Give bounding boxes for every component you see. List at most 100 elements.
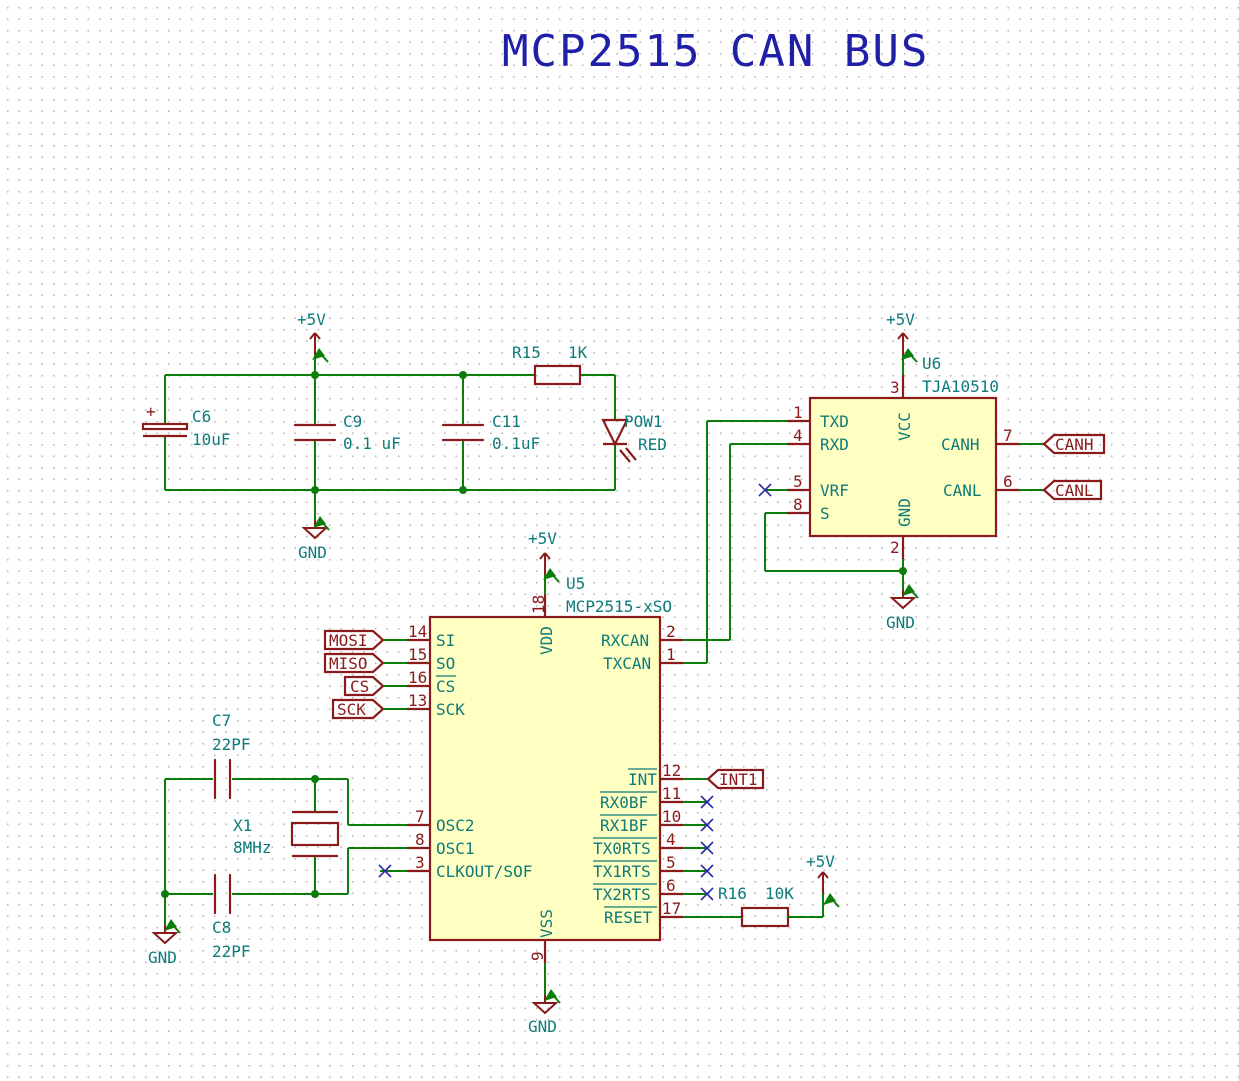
- resistor-r15[interactable]: R15 1K: [512, 343, 588, 386]
- u5-pin-int: INT: [628, 770, 657, 789]
- vcc-symbol-u6: +5V: [886, 310, 918, 375]
- net-label-cs[interactable]: CS: [343, 675, 407, 697]
- net-label-canl[interactable]: CANL: [1019, 479, 1103, 501]
- transceiver-u6[interactable]: 1 TXD 4 RXD 5 VRF 8 S 7 CANH 6 CANL 3 VC…: [787, 354, 1019, 559]
- u6-value: TJA10510: [922, 377, 999, 396]
- capacitor-c11[interactable]: C11 0.1uF: [441, 412, 540, 453]
- c8-value: 22PF: [212, 942, 251, 961]
- u5-pin-si: SI: [436, 631, 455, 650]
- svg-text:1: 1: [793, 403, 803, 422]
- u6-pin-vrf: VRF: [820, 481, 849, 500]
- svg-text:+5V: +5V: [528, 529, 557, 548]
- svg-text:17: 17: [662, 899, 681, 918]
- svg-text:3: 3: [415, 853, 425, 872]
- u6-pin-canh: CANH: [941, 435, 980, 454]
- c8-ref: C8: [212, 918, 231, 937]
- svg-text:+5V: +5V: [886, 310, 915, 329]
- led-pow1[interactable]: POW1 RED: [601, 412, 667, 463]
- vcc-symbol-u5: +5V: [528, 529, 560, 594]
- svg-text:4: 4: [793, 426, 803, 445]
- svg-text:12: 12: [662, 761, 681, 780]
- u5-pin-vss: VSS: [537, 909, 556, 938]
- u5-pin-so: SO: [436, 654, 455, 673]
- capacitor-c7[interactable]: C7 22PF: [212, 711, 251, 800]
- u5-pin-reset: RESET: [604, 908, 653, 927]
- svg-text:MOSI: MOSI: [329, 631, 368, 650]
- c7-value: 22PF: [212, 735, 251, 754]
- svg-text:3: 3: [890, 378, 900, 397]
- c9-ref: C9: [343, 412, 362, 431]
- c11-value: 0.1uF: [492, 434, 540, 453]
- svg-text:18: 18: [529, 595, 548, 614]
- svg-text:6: 6: [666, 876, 676, 895]
- svg-text:4: 4: [666, 830, 676, 849]
- capacitor-c8[interactable]: C8 22PF: [212, 873, 251, 961]
- r15-value: 1K: [568, 343, 588, 362]
- svg-text:16: 16: [408, 668, 427, 687]
- u6-pin-canl: CANL: [943, 481, 982, 500]
- svg-text:8: 8: [415, 830, 425, 849]
- svg-text:CANL: CANL: [1055, 481, 1094, 500]
- u6-pin-gnd: GND: [895, 498, 914, 527]
- x1-ref: X1: [233, 816, 252, 835]
- x1-value: 8MHz: [233, 838, 272, 857]
- crystal-x1[interactable]: X1 8MHz: [233, 810, 340, 858]
- pow1-value: RED: [638, 435, 667, 454]
- gnd-symbol-crystal: GND: [148, 918, 181, 967]
- svg-text:CS: CS: [350, 677, 369, 696]
- u5-pin-rxcan: RXCAN: [601, 631, 649, 650]
- r16-ref: R16: [718, 884, 747, 903]
- svg-text:1: 1: [666, 645, 676, 664]
- capacitor-c6[interactable]: + C6 10uF: [141, 402, 231, 449]
- u5-pin-clkout: CLKOUT/SOF: [436, 862, 532, 881]
- svg-text:2: 2: [666, 622, 676, 641]
- svg-text:11: 11: [662, 784, 681, 803]
- net-label-int1[interactable]: INT1: [683, 768, 765, 790]
- u5-pin-sck: SCK: [436, 700, 465, 719]
- crystal-section: [161, 775, 407, 925]
- u5-pin-rx0bf: RX0BF: [600, 793, 648, 812]
- svg-text:15: 15: [408, 645, 427, 664]
- u5-ref: U5: [566, 574, 585, 593]
- svg-text:MISO: MISO: [329, 654, 368, 673]
- u6-pin-rxd: RXD: [820, 435, 849, 454]
- u5-pin-txcan: TXCAN: [603, 654, 651, 673]
- u5-pin-vdd: VDD: [537, 626, 556, 655]
- resistor-r16[interactable]: R16 10K: [683, 884, 824, 928]
- u5-pin-tx0rts: TX0RTS: [593, 839, 651, 858]
- gnd-label: GND: [298, 543, 327, 562]
- svg-text:10: 10: [662, 807, 681, 826]
- pow1-ref: POW1: [624, 412, 663, 431]
- u6-pin-txd: TXD: [820, 412, 849, 431]
- power-section: +5V GND + C6 10uF C9 0.1 uF C11 0.1: [141, 310, 667, 562]
- net-label-mosi[interactable]: MOSI: [323, 629, 407, 651]
- vcc-symbol-reset: +5V: [806, 852, 840, 908]
- svg-text:13: 13: [408, 691, 427, 710]
- u6-pin-s: S: [820, 504, 830, 523]
- gnd-symbol-u6: GND: [764, 512, 919, 632]
- net-label-canh[interactable]: CANH: [1019, 433, 1106, 455]
- capacitor-c9[interactable]: C9 0.1 uF: [293, 412, 401, 453]
- controller-u5[interactable]: 14 SI 15 SO 16 CS 13 SCK 7 OSC2 8 OSC1 3…: [407, 574, 683, 963]
- u5-pin-rx1bf: RX1BF: [600, 816, 648, 835]
- svg-text:14: 14: [408, 622, 427, 641]
- u6-pin-vcc: VCC: [895, 412, 914, 441]
- net-label-miso[interactable]: MISO: [323, 652, 407, 674]
- u5-pin-tx1rts: TX1RTS: [593, 862, 651, 881]
- svg-text:6: 6: [1003, 472, 1013, 491]
- net-label-sck[interactable]: SCK: [331, 698, 407, 720]
- no-connect-markers: [378, 795, 714, 901]
- c11-ref: C11: [492, 412, 521, 431]
- c7-ref: C7: [212, 711, 231, 730]
- r15-ref: R15: [512, 343, 541, 362]
- gnd-symbol-top: GND: [298, 515, 330, 562]
- svg-text:+: +: [146, 402, 156, 421]
- u5-value: MCP2515-xSO: [566, 597, 672, 616]
- u5-pin-osc2: OSC2: [436, 816, 475, 835]
- no-connect-vrf: [758, 483, 787, 497]
- u5-pin-cs: CS: [436, 677, 455, 696]
- svg-text:7: 7: [1003, 426, 1013, 445]
- svg-text:CANH: CANH: [1055, 435, 1094, 454]
- u5-pin-osc1: OSC1: [436, 839, 475, 858]
